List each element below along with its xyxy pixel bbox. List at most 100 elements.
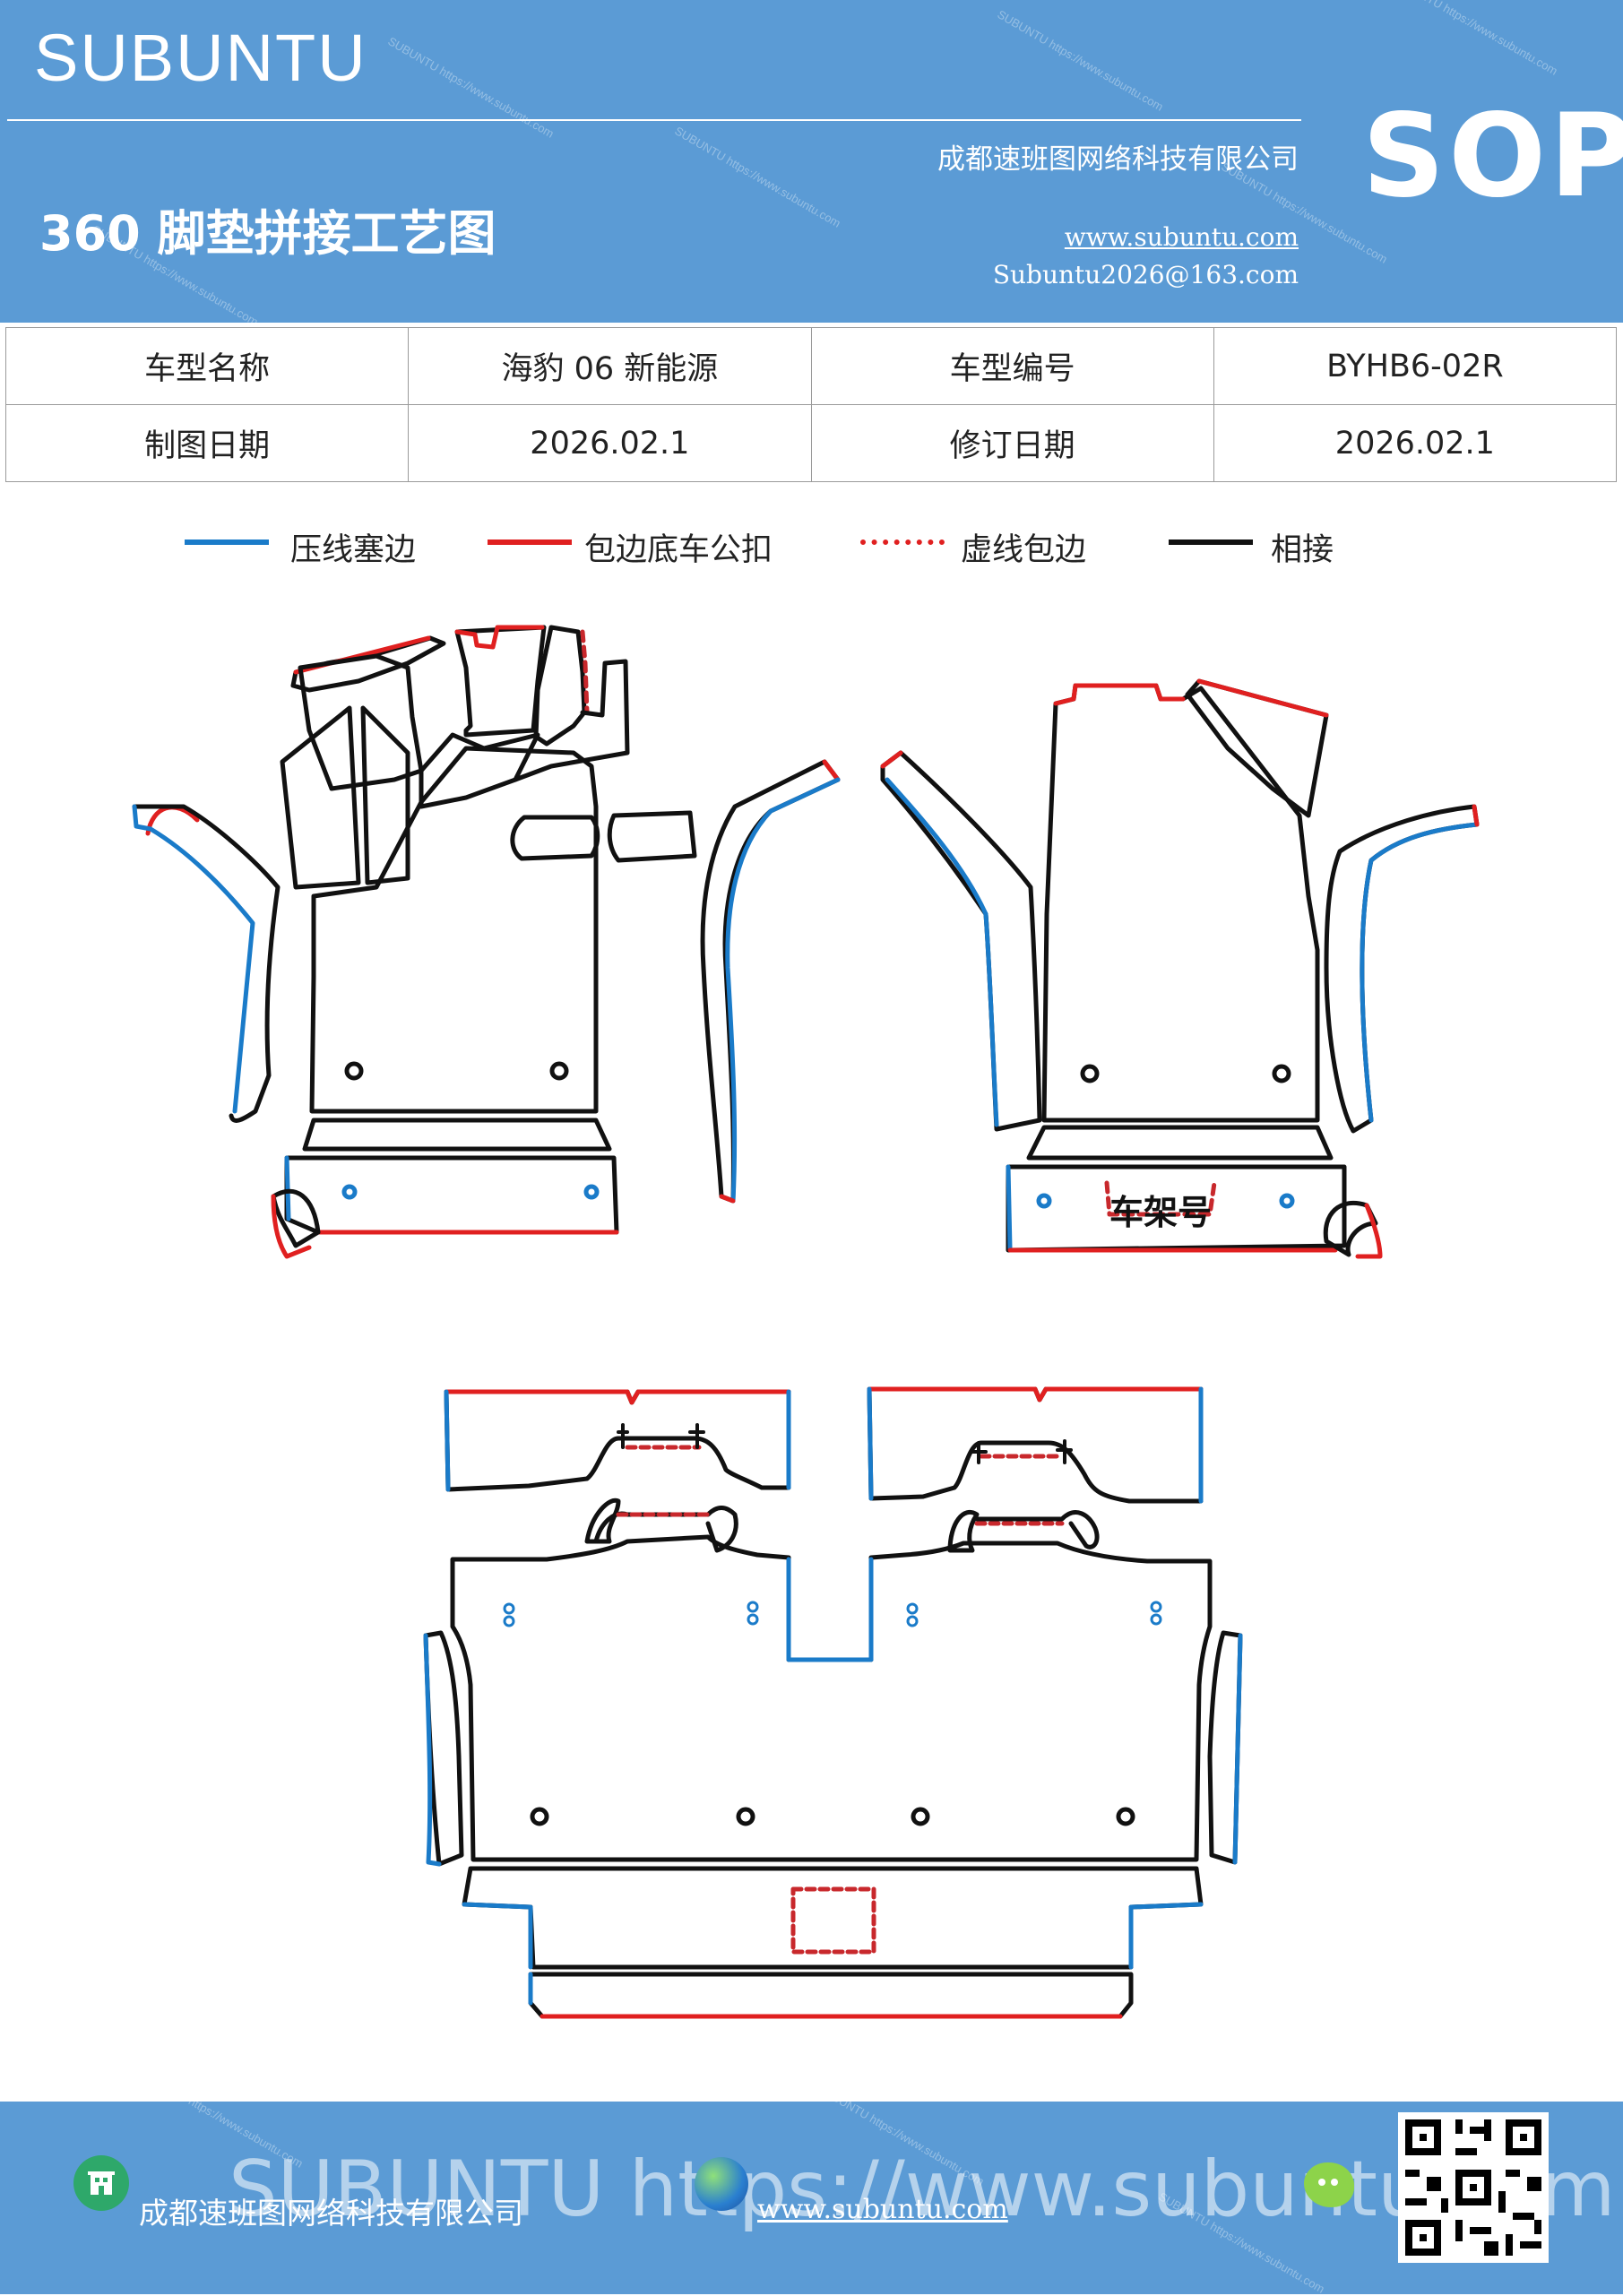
company-name: 成都速班图网络科技有限公司 — [937, 143, 1299, 176]
notch-mark — [617, 1423, 705, 1449]
value-vehicle-name: 海豹 06 新能源 — [408, 327, 812, 405]
table-row: 制图日期 2026.02.1 修订日期 2026.02.1 — [4, 404, 1618, 482]
mat-outline — [593, 1506, 738, 1553]
fixing-hole — [503, 1602, 515, 1615]
mat-edge — [1355, 1203, 1383, 1259]
notch-mark — [971, 1439, 1073, 1464]
fixing-hole — [906, 1615, 919, 1627]
mat-outline — [867, 1386, 1204, 1504]
mat-seam — [462, 1902, 533, 1970]
header-banner: SUBUNTU 成都速班图网络科技有限公司 SOP 360 脚垫拼接工艺图 ww… — [0, 0, 1623, 329]
fixing-hole — [1150, 1613, 1162, 1626]
value-drawing-date: 2026.02.1 — [408, 404, 812, 482]
mat-outline — [444, 1389, 791, 1492]
fixing-hole — [1116, 1807, 1135, 1826]
mat-outline — [528, 1972, 1134, 2019]
value-vehicle-code: BYHB6-02R — [1213, 327, 1618, 405]
header-divider — [7, 119, 1301, 121]
mat-edge — [271, 1194, 312, 1259]
fixing-hole — [549, 1061, 569, 1081]
legend-swatch — [488, 539, 572, 545]
legend-swatch — [1169, 539, 1253, 545]
mat-seam — [786, 1557, 874, 1662]
mat-outline — [533, 625, 587, 747]
fixing-hole — [344, 1061, 364, 1081]
mat-seam — [132, 804, 255, 1114]
mat-seam — [885, 777, 999, 1127]
mat-seam — [867, 1386, 874, 1501]
front-right-mat-set: 车架号 — [880, 678, 1480, 1259]
label-revision-date: 修订日期 — [810, 404, 1214, 482]
mat-outline — [513, 659, 630, 782]
mat-outline — [284, 1155, 619, 1235]
mat-edge — [880, 750, 903, 769]
label-vehicle-code: 车型编号 — [810, 327, 1214, 405]
mat-seam — [284, 1155, 291, 1221]
fixing-hole — [583, 1184, 600, 1200]
mat-seam — [1128, 1902, 1204, 1970]
fixing-hole — [530, 1807, 549, 1826]
wechat-icon — [1304, 2162, 1354, 2207]
mat-outline — [298, 653, 424, 791]
footer-url[interactable]: www.subuntu.com — [757, 2194, 1008, 2225]
mat-outline — [1026, 1125, 1334, 1161]
label-vehicle-name: 车型名称 — [4, 327, 410, 405]
dashed-edge — [1104, 1180, 1217, 1217]
mat-outline — [584, 1498, 621, 1544]
label-drawing-date: 制图日期 — [4, 404, 410, 482]
legend-label: 虚线包边 — [961, 532, 1087, 568]
mat-edge — [1472, 804, 1480, 827]
fixing-hole — [736, 1807, 755, 1826]
front-left-mat-set — [132, 625, 841, 1259]
footer-company: 成都速班图网络科技有限公司 — [139, 2196, 523, 2231]
mat-seam — [1232, 1633, 1243, 1865]
value-revision-date: 2026.02.1 — [1213, 404, 1618, 482]
brand-name: SUBUNTU — [34, 21, 367, 95]
dashed-edge — [790, 1886, 876, 1955]
dashed-edge — [580, 629, 590, 715]
mat-edge — [444, 1389, 791, 1405]
mat-outline — [309, 746, 599, 1114]
mat-outline — [510, 815, 600, 861]
mat-outline — [132, 804, 281, 1123]
fixing-hole — [747, 1613, 759, 1626]
fixing-hole — [906, 1602, 919, 1615]
email-address: Subuntu2026@163.com — [992, 260, 1299, 289]
mat-edge — [822, 759, 841, 782]
mat-outline — [419, 732, 540, 809]
globe-icon — [695, 2157, 748, 2211]
mat-outline — [1324, 804, 1480, 1134]
fixing-hole — [1279, 1193, 1295, 1209]
mat-edge — [719, 1194, 736, 1204]
mat-seam — [1360, 822, 1480, 1123]
mat-seam — [725, 777, 841, 1204]
mat-seam — [423, 1633, 442, 1867]
mat-edge — [1053, 683, 1186, 706]
legend-swatch — [185, 539, 269, 545]
mat-edge — [454, 625, 545, 650]
mat-outline — [271, 1188, 321, 1248]
mat-outline — [607, 810, 697, 863]
mat-outline — [1041, 683, 1320, 1123]
mat-outline — [454, 625, 547, 738]
fixing-hole — [911, 1807, 930, 1826]
building-icon — [73, 2155, 129, 2211]
legend-label: 包边底车公扣 — [584, 532, 773, 568]
mat-outline — [450, 1534, 1213, 1862]
legend-label: 相接 — [1271, 532, 1334, 568]
footer-overlay-text: SUBUNTU https://www.subuntu.com — [229, 2145, 1616, 2234]
fixing-hole — [1036, 1193, 1052, 1209]
fixing-hole — [1272, 1064, 1291, 1083]
fixing-hole — [503, 1615, 515, 1627]
mat-seam — [444, 1389, 451, 1492]
mat-outline — [974, 1510, 1100, 1549]
document-title: 360 脚垫拼接工艺图 — [39, 205, 496, 262]
fixing-hole — [1150, 1601, 1162, 1613]
mat-outline — [302, 1118, 612, 1152]
qr-code — [1398, 2112, 1549, 2263]
website-link[interactable]: www.subuntu.com — [1064, 222, 1299, 252]
fixing-hole — [747, 1601, 759, 1613]
legend: 压线塞边 包边底车公扣 虚线包边 相接 — [0, 524, 1623, 578]
legend-swatch — [860, 539, 945, 545]
